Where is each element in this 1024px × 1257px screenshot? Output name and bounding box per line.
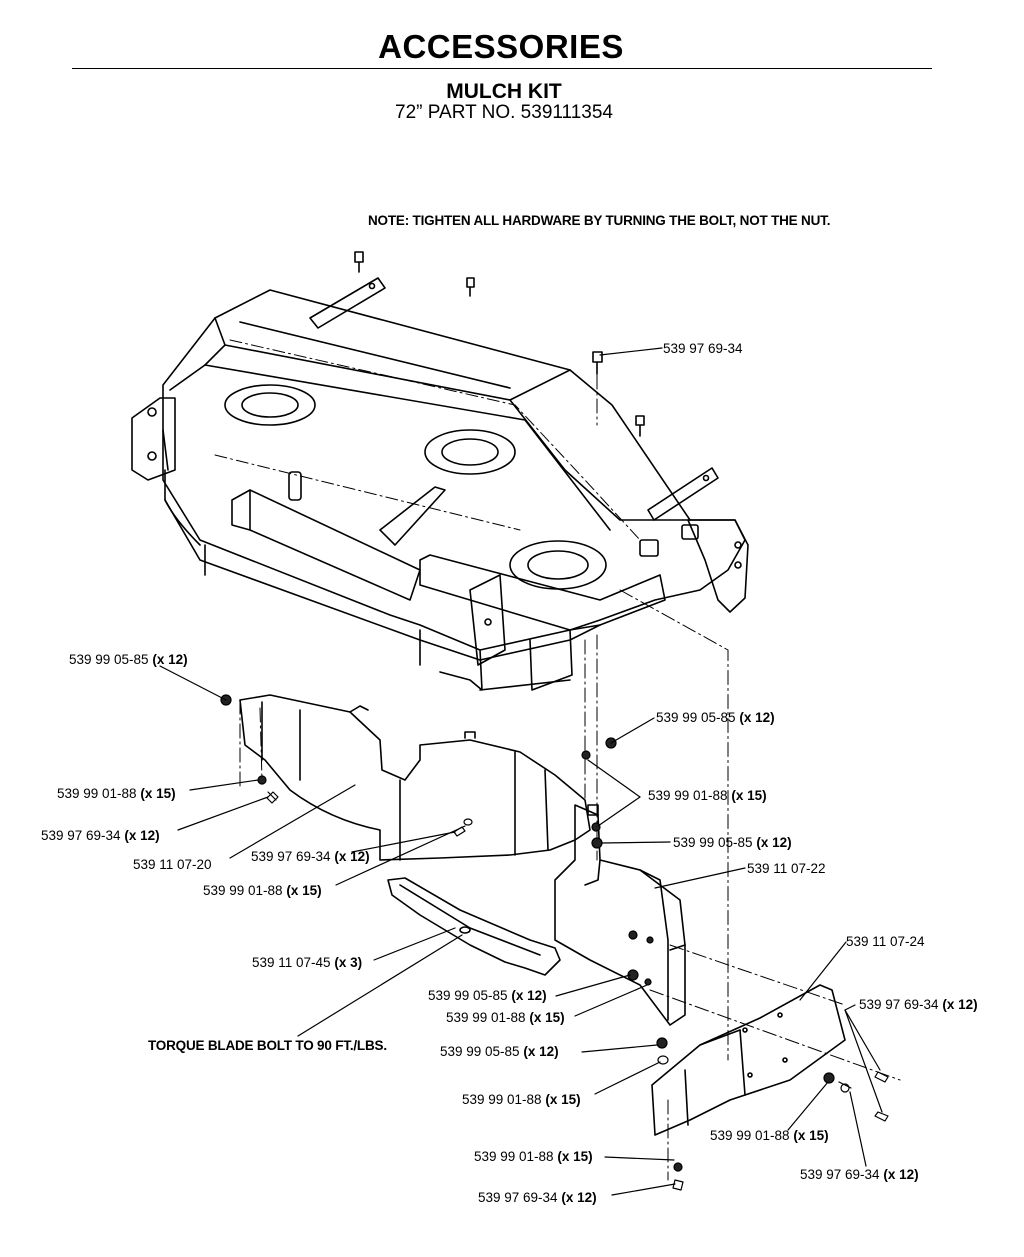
title-divider xyxy=(72,68,932,69)
callout-bolt-panel-bottom: 539 97 69-34 (x 12) xyxy=(800,1167,919,1182)
small-bolts xyxy=(266,791,889,1191)
callout-qty: (x 15) xyxy=(529,1010,565,1025)
page-title: ACCESSORIES xyxy=(378,28,624,65)
callout-washer-right: 539 99 01-88 (x 15) xyxy=(446,1010,565,1025)
callout-part: 539 99 05-85 xyxy=(440,1044,520,1059)
callout-bolt-left: 539 97 69-34 (x 12) xyxy=(41,828,160,843)
right-mulch-baffle xyxy=(554,804,686,1026)
callout-nut-panel: 539 99 05-85 (x 12) xyxy=(440,1044,559,1059)
callout-qty: (x 15) xyxy=(793,1128,829,1143)
callout-bolt-panel-top: 539 97 69-34 (x 12) xyxy=(859,997,978,1012)
callout-front-panel: 539 11 07-24 xyxy=(846,934,925,949)
callout-washer-panel-right: 539 99 01-88 (x 15) xyxy=(710,1128,829,1143)
callout-qty: (x 12) xyxy=(942,997,978,1012)
callout-qty: (x 12) xyxy=(124,828,160,843)
callout-part: 539 99 01-88 xyxy=(648,788,728,803)
callout-qty: (x 12) xyxy=(511,988,547,1003)
callout-part: 539 99 01-88 xyxy=(710,1128,790,1143)
callout-washer-center: 539 99 01-88 (x 15) xyxy=(648,788,767,803)
callout-part: 539 99 05-85 xyxy=(656,710,736,725)
callout-part: 539 97 69-34 xyxy=(859,997,939,1012)
kit-name: MULCH KIT xyxy=(446,80,562,103)
hardware-note: NOTE: TIGHTEN ALL HARDWARE BY TURNING TH… xyxy=(368,213,831,228)
callout-part: 539 97 69-34 xyxy=(41,828,121,843)
callout-part: 539 99 01-88 xyxy=(203,883,283,898)
callout-right-baffle: 539 11 07-22 xyxy=(747,861,826,876)
callout-qty: (x 12) xyxy=(883,1167,919,1182)
callout-qty: (x 12) xyxy=(756,835,792,850)
callout-washer-bottom: 539 99 01-88 (x 15) xyxy=(474,1149,593,1164)
callout-qty: (x 15) xyxy=(140,786,176,801)
mower-blade xyxy=(387,877,561,976)
callout-bolt-baffle: 539 97 69-34 (x 12) xyxy=(251,849,370,864)
callout-part: 539 11 07-20 xyxy=(133,857,212,872)
left-mulch-baffle xyxy=(239,694,591,861)
callout-part: 539 11 07-24 xyxy=(846,934,925,949)
callout-washer-left: 539 99 01-88 (x 15) xyxy=(57,786,176,801)
callout-part: 539 97 69-34 xyxy=(800,1167,880,1182)
callout-part: 539 97 69-34 xyxy=(251,849,331,864)
callout-qty: (x 12) xyxy=(523,1044,559,1059)
kit-part-number: 72” PART NO. 539111354 xyxy=(395,102,613,123)
callout-part: 539 99 01-88 xyxy=(446,1010,526,1025)
callout-part: 539 99 01-88 xyxy=(57,786,137,801)
callout-qty: (x 15) xyxy=(731,788,767,803)
torque-note: TORQUE BLADE BOLT TO 90 FT./LBS. xyxy=(148,1038,387,1053)
callout-washer-panel: 539 99 01-88 (x 15) xyxy=(462,1092,581,1107)
callout-nut-center: 539 99 05-85 (x 12) xyxy=(656,710,775,725)
callout-part: 539 99 05-85 xyxy=(69,652,149,667)
front-mulch-panel xyxy=(651,984,846,1136)
leader-lines xyxy=(159,347,883,1196)
callout-qty: (x 15) xyxy=(557,1149,593,1164)
callout-bolt-bottom: 539 97 69-34 (x 12) xyxy=(478,1190,597,1205)
callout-part: 539 11 07-45 xyxy=(252,955,331,970)
callout-part: 539 99 05-85 xyxy=(673,835,753,850)
callout-qty: (x 15) xyxy=(545,1092,581,1107)
callout-qty: (x 15) xyxy=(286,883,322,898)
hardware-pieces xyxy=(220,694,835,1172)
assembly-lines xyxy=(239,374,901,1181)
callout-bolt-top: 539 97 69-34 xyxy=(663,341,743,356)
callout-part: 539 97 69-34 xyxy=(663,341,743,356)
callout-part: 539 99 05-85 xyxy=(428,988,508,1003)
callout-nut-left: 539 99 05-85 (x 12) xyxy=(69,652,188,667)
callout-nut-center-lower: 539 99 05-85 (x 12) xyxy=(673,835,792,850)
loose-bolts xyxy=(354,251,645,437)
callout-left-baffle: 539 11 07-20 xyxy=(133,857,212,872)
callout-part: 539 99 01-88 xyxy=(474,1149,554,1164)
callout-qty: (x 12) xyxy=(334,849,370,864)
callout-qty: (x 12) xyxy=(739,710,775,725)
mower-deck xyxy=(131,277,749,691)
callout-qty: (x 12) xyxy=(561,1190,597,1205)
callout-nut-right: 539 99 05-85 (x 12) xyxy=(428,988,547,1003)
callout-qty: (x 3) xyxy=(334,955,363,970)
callout-washer-baffle: 539 99 01-88 (x 15) xyxy=(203,883,322,898)
callout-blade: 539 11 07-45 (x 3) xyxy=(252,955,362,970)
callout-part: 539 11 07-22 xyxy=(747,861,826,876)
callout-part: 539 97 69-34 xyxy=(478,1190,558,1205)
callout-qty: (x 12) xyxy=(152,652,188,667)
callout-part: 539 99 01-88 xyxy=(462,1092,542,1107)
